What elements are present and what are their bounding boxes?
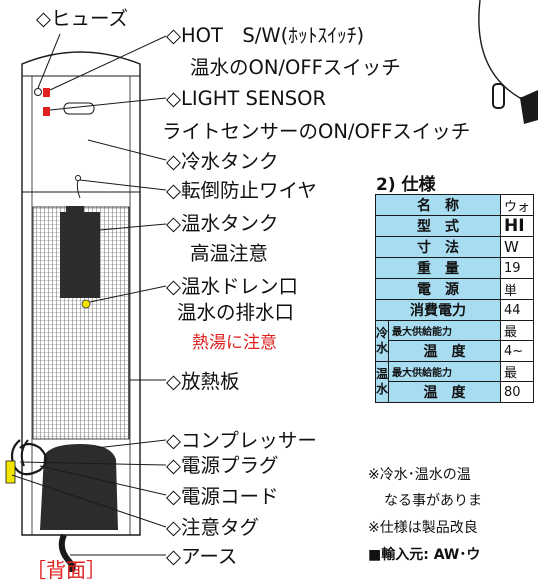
table-row: 温水 最大供給能力 最 [374,361,535,403]
hot-switch-icon [43,88,50,97]
spec-label: 温 度 [388,381,501,403]
spec-value: 19 [499,257,535,279]
drain-label: ◇温水ドレン口 [166,275,298,298]
spec-value: 44 [499,299,535,321]
earth-label: ◇アース [166,545,238,568]
table-row: 温 度 80 [376,381,535,403]
spec-value: 最 [499,361,535,382]
table-row: 消費電力 44 [375,299,535,321]
spec-label: 最大供給能力 [388,361,501,382]
table-row: 型 式 HI [375,215,535,237]
compressor [40,444,118,530]
radiator-label: ◇放熱板 [166,370,240,393]
spec-label: 名 称 [375,194,501,216]
spec-label: 電 源 [375,278,501,300]
light-sensor-label: ◇LIGHT SENSOR [166,87,327,110]
product-view-partial [478,0,538,99]
light-sensor-switch-icon [43,107,50,116]
hot-switch-desc: 温水のON/OFFスイッチ [190,56,401,79]
cord-label: ◇電源コード [166,485,279,508]
spec-value: 80 [499,381,535,403]
spec-group-hot: 温水 [374,361,390,403]
wire-label: ◇転倒防止ワイヤ [166,179,317,202]
drain-desc: 温水の排水口 [177,301,295,324]
spec-title: 2) 仕様 [376,175,436,195]
compressor-label: ◇コンプレッサー [166,429,317,452]
cold-tank-label: ◇冷水タンク [166,150,279,173]
note-1: ※冷水･温水の温 [368,467,471,483]
table-row: 重 量 19 [375,257,535,279]
spec-value: 4~ [499,340,535,362]
caution-tag-icon [5,460,16,484]
drain-warning: 熱湯に注意 [192,333,277,353]
spec-label: 温 度 [388,340,501,362]
spec-table: 名 称 ウォ 型 式 HI 寸 法 W 重 量 19 電 源 単 消費電力 44… [374,194,535,403]
note-2: ※仕様は製品改良 [368,520,478,536]
spec-label: 最大供給能力 [388,320,501,341]
table-row: 寸 法 W [375,236,535,258]
drain-yellow-icon [81,299,91,309]
spec-value: 単 [499,278,535,300]
spec-group-cold: 冷水 [374,320,390,362]
hot-tank [60,212,100,298]
table-row: 温 度 4~ [376,340,535,362]
spec-label: 型 式 [375,215,501,237]
table-row: 冷水 最大供給能力 最 [374,320,535,362]
spec-value: HI [499,215,535,237]
hot-tank-label: ◇温水タンク [166,212,279,235]
plug-label: ◇電源プラグ [166,454,279,477]
importer-line: ■輸入元: AW･ウ [368,547,481,563]
back-view-caption: ［背面］ [26,558,106,582]
spec-label: 消費電力 [375,299,501,321]
note-1b: なる事がありま [384,493,482,509]
spec-value: W [499,236,535,258]
spec-label: 寸 法 [375,236,501,258]
hot-tank-note: 高温注意 [190,242,269,265]
fuse-label: ◇ヒューズ [36,7,129,30]
light-sensor-desc: ライトセンサーのON/OFFスイッチ [162,120,471,143]
spec-value: 最 [499,320,535,341]
hot-switch-label: ◇HOT S/W(ﾎｯﾄｽｲｯﾁ) [166,24,365,47]
fuse-icon [34,88,42,96]
table-row: 電 源 単 [375,278,535,300]
spec-value: ウォ [499,194,535,216]
spec-label: 重 量 [375,257,501,279]
tag-label: ◇注意タグ [166,516,259,539]
table-row: 名 称 ウォ [375,194,535,216]
